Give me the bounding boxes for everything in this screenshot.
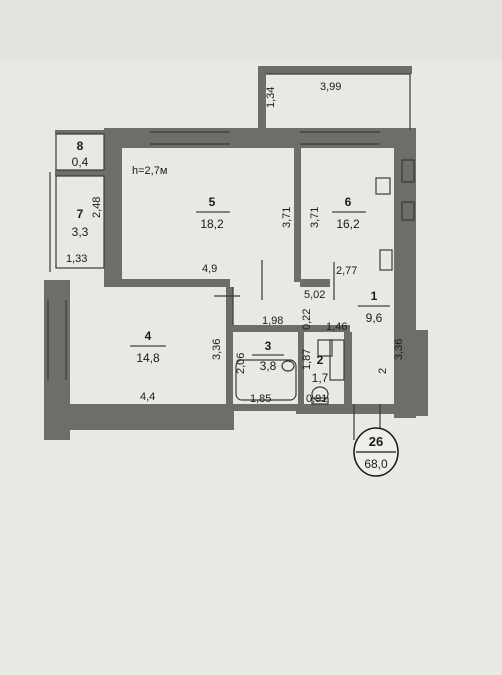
- room-5: 5 18,2: [196, 195, 230, 231]
- wall-room5-room6: [294, 140, 301, 282]
- dim-room7-depth: 2,48: [91, 197, 103, 218]
- shaft: [329, 339, 345, 381]
- room-5-area: 18,2: [200, 217, 224, 231]
- stove: [375, 177, 391, 195]
- kitchen-fixture-1: [401, 159, 415, 183]
- dim-room2-height: 1,87: [301, 349, 313, 370]
- dim-room3-height: 2,06: [235, 353, 247, 374]
- dim-balcony-depth: 1,34: [265, 87, 277, 108]
- room7-outline: [55, 175, 105, 269]
- room-8-area: 0,4: [72, 155, 89, 169]
- wall-room6-bottom: [300, 279, 330, 287]
- dim-hall-height: 3,36: [393, 339, 405, 360]
- header-strip: [0, 0, 502, 60]
- fridge: [379, 249, 393, 271]
- room-1-number: 1: [371, 289, 378, 303]
- dim-hall-depth: 2: [377, 368, 389, 374]
- wall-room5-bottom: [104, 279, 230, 287]
- room-7-area: 3,3: [72, 225, 89, 239]
- dim-room5-height: 3,71: [281, 207, 293, 228]
- walls: [44, 66, 428, 440]
- dim-room6-width: 2,77: [336, 265, 357, 277]
- dim-room4-height: 3,36: [211, 339, 223, 360]
- dimension-labels: 3,99 1,34 2,48 1,33 3,71 4,9 3,71 2,77 5…: [66, 81, 405, 405]
- dim-room2-bottom: 0,91: [306, 393, 327, 405]
- room-1-area: 9,6: [366, 311, 383, 325]
- wall-top: [104, 128, 394, 148]
- room-7: 7 3,3: [72, 207, 89, 239]
- window-room6: [300, 131, 380, 145]
- wall-right-lower: [404, 330, 428, 416]
- apartment-badge: 26 68,0: [353, 427, 399, 477]
- dim-room7-width: 1,33: [66, 253, 87, 265]
- dim-room6-height: 3,71: [309, 207, 321, 228]
- room-1: 1 9,6: [358, 289, 390, 325]
- room-7-number: 7: [77, 207, 84, 221]
- room-3-area: 3,8: [260, 359, 277, 373]
- room-3: 3 3,8: [252, 339, 284, 373]
- bathtub: [235, 359, 297, 401]
- bath-sink: [281, 360, 295, 372]
- room-labels: h=2,7м 8 0,4 7 3,3 5 18,2 6 16,2 4 14,8 …: [72, 139, 390, 385]
- dim-room4-width: 4,4: [140, 391, 155, 403]
- wall-room7-top: [55, 170, 107, 176]
- room-6-area: 16,2: [336, 217, 360, 231]
- room-2-number: 2: [317, 353, 324, 367]
- kitchen-fixture-2: [401, 201, 415, 221]
- dim-room5-width: 4,9: [202, 263, 217, 275]
- dim-room3-bottom: 1,85: [250, 393, 271, 405]
- balcony-outline: [266, 73, 411, 130]
- balcony-wall-left: [258, 66, 266, 132]
- room-5-number: 5: [209, 195, 216, 209]
- wall-bottom-left: [44, 404, 234, 430]
- dim-room2-width: 1,46: [326, 321, 347, 333]
- dim-room2-top: 0,22: [301, 309, 313, 330]
- wall-room8-top: [55, 130, 105, 134]
- toilet: [311, 386, 329, 402]
- balcony-wall-top: [262, 66, 412, 74]
- room-4: 4 14,8: [130, 329, 166, 365]
- wall-room4-room3: [226, 287, 233, 407]
- wall-bath-top: [226, 325, 350, 332]
- wall-room2-right: [344, 332, 352, 408]
- room-2-area: 1,7: [312, 371, 329, 385]
- room-6-number: 6: [345, 195, 352, 209]
- room-4-number: 4: [145, 329, 152, 343]
- dim-balcony-width: 3,99: [320, 81, 341, 93]
- apartment-total-area: 68,0: [364, 457, 388, 471]
- thin-lines: [47, 73, 415, 440]
- room-3-number: 3: [265, 339, 272, 353]
- room-8-number: 8: [77, 139, 84, 153]
- room8-outline: [55, 133, 105, 171]
- wall-bottom-right: [296, 404, 408, 414]
- room-4-area: 14,8: [136, 351, 160, 365]
- wall-left-room5: [104, 128, 122, 286]
- wall-room3-bottom: [226, 404, 304, 411]
- ceiling-height: h=2,7м: [132, 165, 167, 177]
- window-room4: [47, 300, 67, 380]
- window-room5: [150, 131, 230, 145]
- wall-room3-room2: [298, 330, 304, 406]
- dim-room3-width: 1,98: [262, 315, 283, 327]
- dim-hall-width: 5,02: [304, 289, 325, 301]
- room-8: 8 0,4: [72, 139, 89, 169]
- wc-sink: [317, 339, 333, 357]
- room-6: 6 16,2: [332, 195, 366, 231]
- toilet-tank: [311, 397, 329, 405]
- apartment-number: 26: [369, 434, 383, 449]
- room-2: 2 1,7: [312, 353, 329, 385]
